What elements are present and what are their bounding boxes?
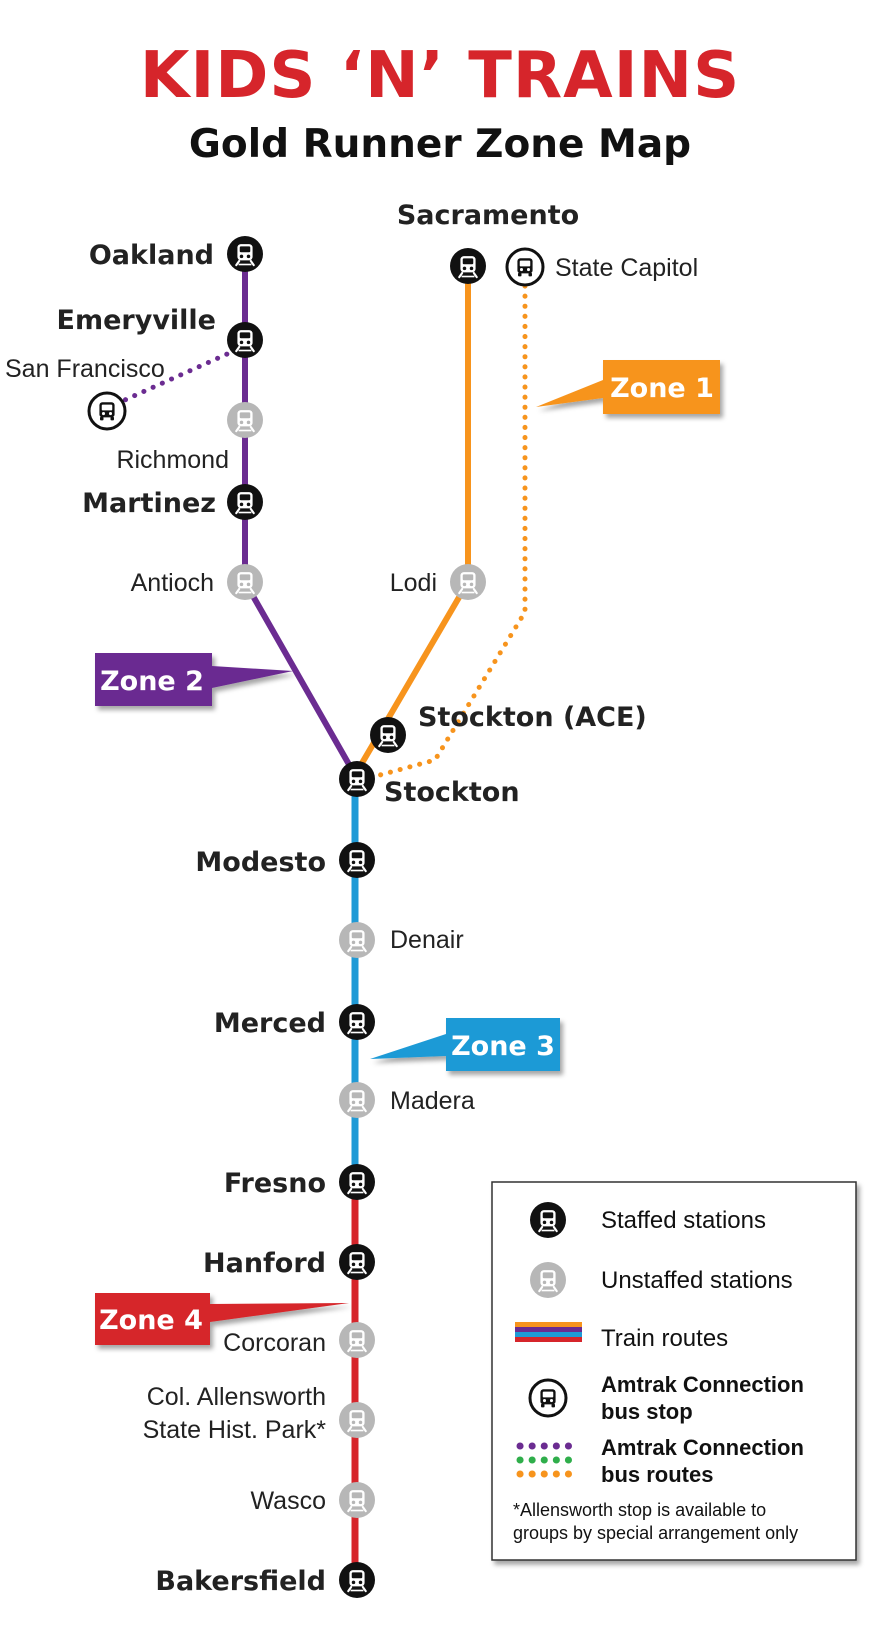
zone1-label: Zone 1 — [610, 373, 714, 404]
label-denair: Denair — [390, 926, 464, 954]
zone2-label: Zone 2 — [100, 666, 204, 697]
label-madera: Madera — [390, 1087, 475, 1115]
zone2-callout: Zone 2 — [95, 653, 293, 706]
legend-train-routes-label: Train routes — [601, 1325, 728, 1352]
legend-bus-routes-swatch — [516, 1442, 584, 1478]
station-labels: Oakland Emeryville San Francisco Richmon… — [5, 200, 698, 1597]
label-stockton-ace: Stockton (ACE) — [418, 702, 647, 733]
label-lodi: Lodi — [390, 569, 437, 597]
label-allensworth-line1: Col. Allensworth — [147, 1383, 326, 1411]
bakersfield-station-icon — [339, 1562, 375, 1598]
legend-note-line2: groups by special arrangement only — [513, 1523, 798, 1543]
legend-staffed-icon — [530, 1202, 566, 1238]
allensworth-station-icon — [339, 1402, 375, 1438]
stockton-station-icon — [339, 761, 375, 797]
legend-bus-stop-line1: Amtrak Connection — [601, 1372, 804, 1397]
zone1-route — [352, 263, 471, 778]
zone2-route — [242, 251, 358, 778]
denair-station-icon — [339, 922, 375, 958]
legend-staffed-label: Staffed stations — [601, 1207, 766, 1234]
modesto-station-icon — [339, 842, 375, 878]
legend-bus-stop-line2: bus stop — [601, 1399, 693, 1424]
corcoran-station-icon — [339, 1322, 375, 1358]
legend-bus-routes-line1: Amtrak Connection — [601, 1435, 804, 1460]
label-bakersfield: Bakersfield — [155, 1566, 326, 1597]
page-title: Gold Runner Zone Map — [189, 122, 691, 167]
legend-train-routes-swatch — [515, 1322, 582, 1342]
zone4-label: Zone 4 — [99, 1305, 203, 1336]
label-modesto: Modesto — [195, 847, 326, 878]
legend-unstaffed-icon — [530, 1262, 566, 1298]
state-capitol-bus-icon — [505, 247, 545, 287]
station-markers — [87, 236, 545, 1598]
label-hanford: Hanford — [203, 1248, 326, 1279]
legend-unstaffed-label: Unstaffed stations — [601, 1267, 793, 1294]
stockton-ace-station-icon — [370, 717, 406, 753]
label-san-francisco: San Francisco — [5, 355, 165, 383]
label-antioch: Antioch — [131, 569, 214, 597]
label-oakland: Oakland — [89, 240, 214, 271]
san-francisco-bus-icon — [87, 391, 127, 431]
emeryville-station-icon — [227, 322, 263, 358]
label-allensworth-line2: State Hist. Park* — [143, 1416, 327, 1444]
label-corcoran: Corcoran — [223, 1329, 326, 1357]
madera-station-icon — [339, 1082, 375, 1118]
richmond-station-icon — [227, 402, 263, 438]
martinez-station-icon — [227, 484, 263, 520]
zone3-callout: Zone 3 — [370, 1018, 560, 1071]
wasco-station-icon — [339, 1482, 375, 1518]
zone4-callout: Zone 4 — [95, 1293, 349, 1345]
legend-bus-routes-line2: bus routes — [601, 1462, 713, 1487]
header: KIDS ‘N’ TRAINS Gold Runner Zone Map — [138, 38, 740, 168]
label-richmond: Richmond — [116, 446, 229, 474]
capitol-bus-route — [377, 283, 528, 778]
brand-title: KIDS ‘N’ TRAINS — [140, 39, 740, 113]
label-sacramento: Sacramento — [397, 200, 579, 231]
oakland-station-icon — [227, 236, 263, 272]
merced-station-icon — [339, 1004, 375, 1040]
zone1-callout: Zone 1 — [536, 360, 720, 414]
zone3-label: Zone 3 — [451, 1031, 555, 1062]
label-martinez: Martinez — [82, 488, 216, 519]
label-wasco: Wasco — [251, 1487, 326, 1515]
legend: Staffed stations Unstaffed stations Trai… — [491, 1181, 857, 1561]
label-emeryville: Emeryville — [57, 305, 216, 336]
fresno-station-icon — [339, 1164, 375, 1200]
legend-box — [491, 1181, 857, 1561]
legend-bus-stop-icon — [528, 1378, 568, 1418]
label-state-capitol: State Capitol — [555, 254, 698, 282]
lodi-station-icon — [450, 564, 486, 600]
sacramento-station-icon — [450, 248, 486, 284]
label-stockton: Stockton — [384, 777, 520, 808]
antioch-station-icon — [227, 564, 263, 600]
hanford-station-icon — [339, 1244, 375, 1280]
zone-callouts: Zone 1 Zone 2 Zone 3 Zone 4 — [95, 360, 720, 1345]
label-fresno: Fresno — [224, 1168, 326, 1199]
label-merced: Merced — [214, 1008, 326, 1039]
legend-note-line1: *Allensworth stop is available to — [513, 1500, 766, 1520]
